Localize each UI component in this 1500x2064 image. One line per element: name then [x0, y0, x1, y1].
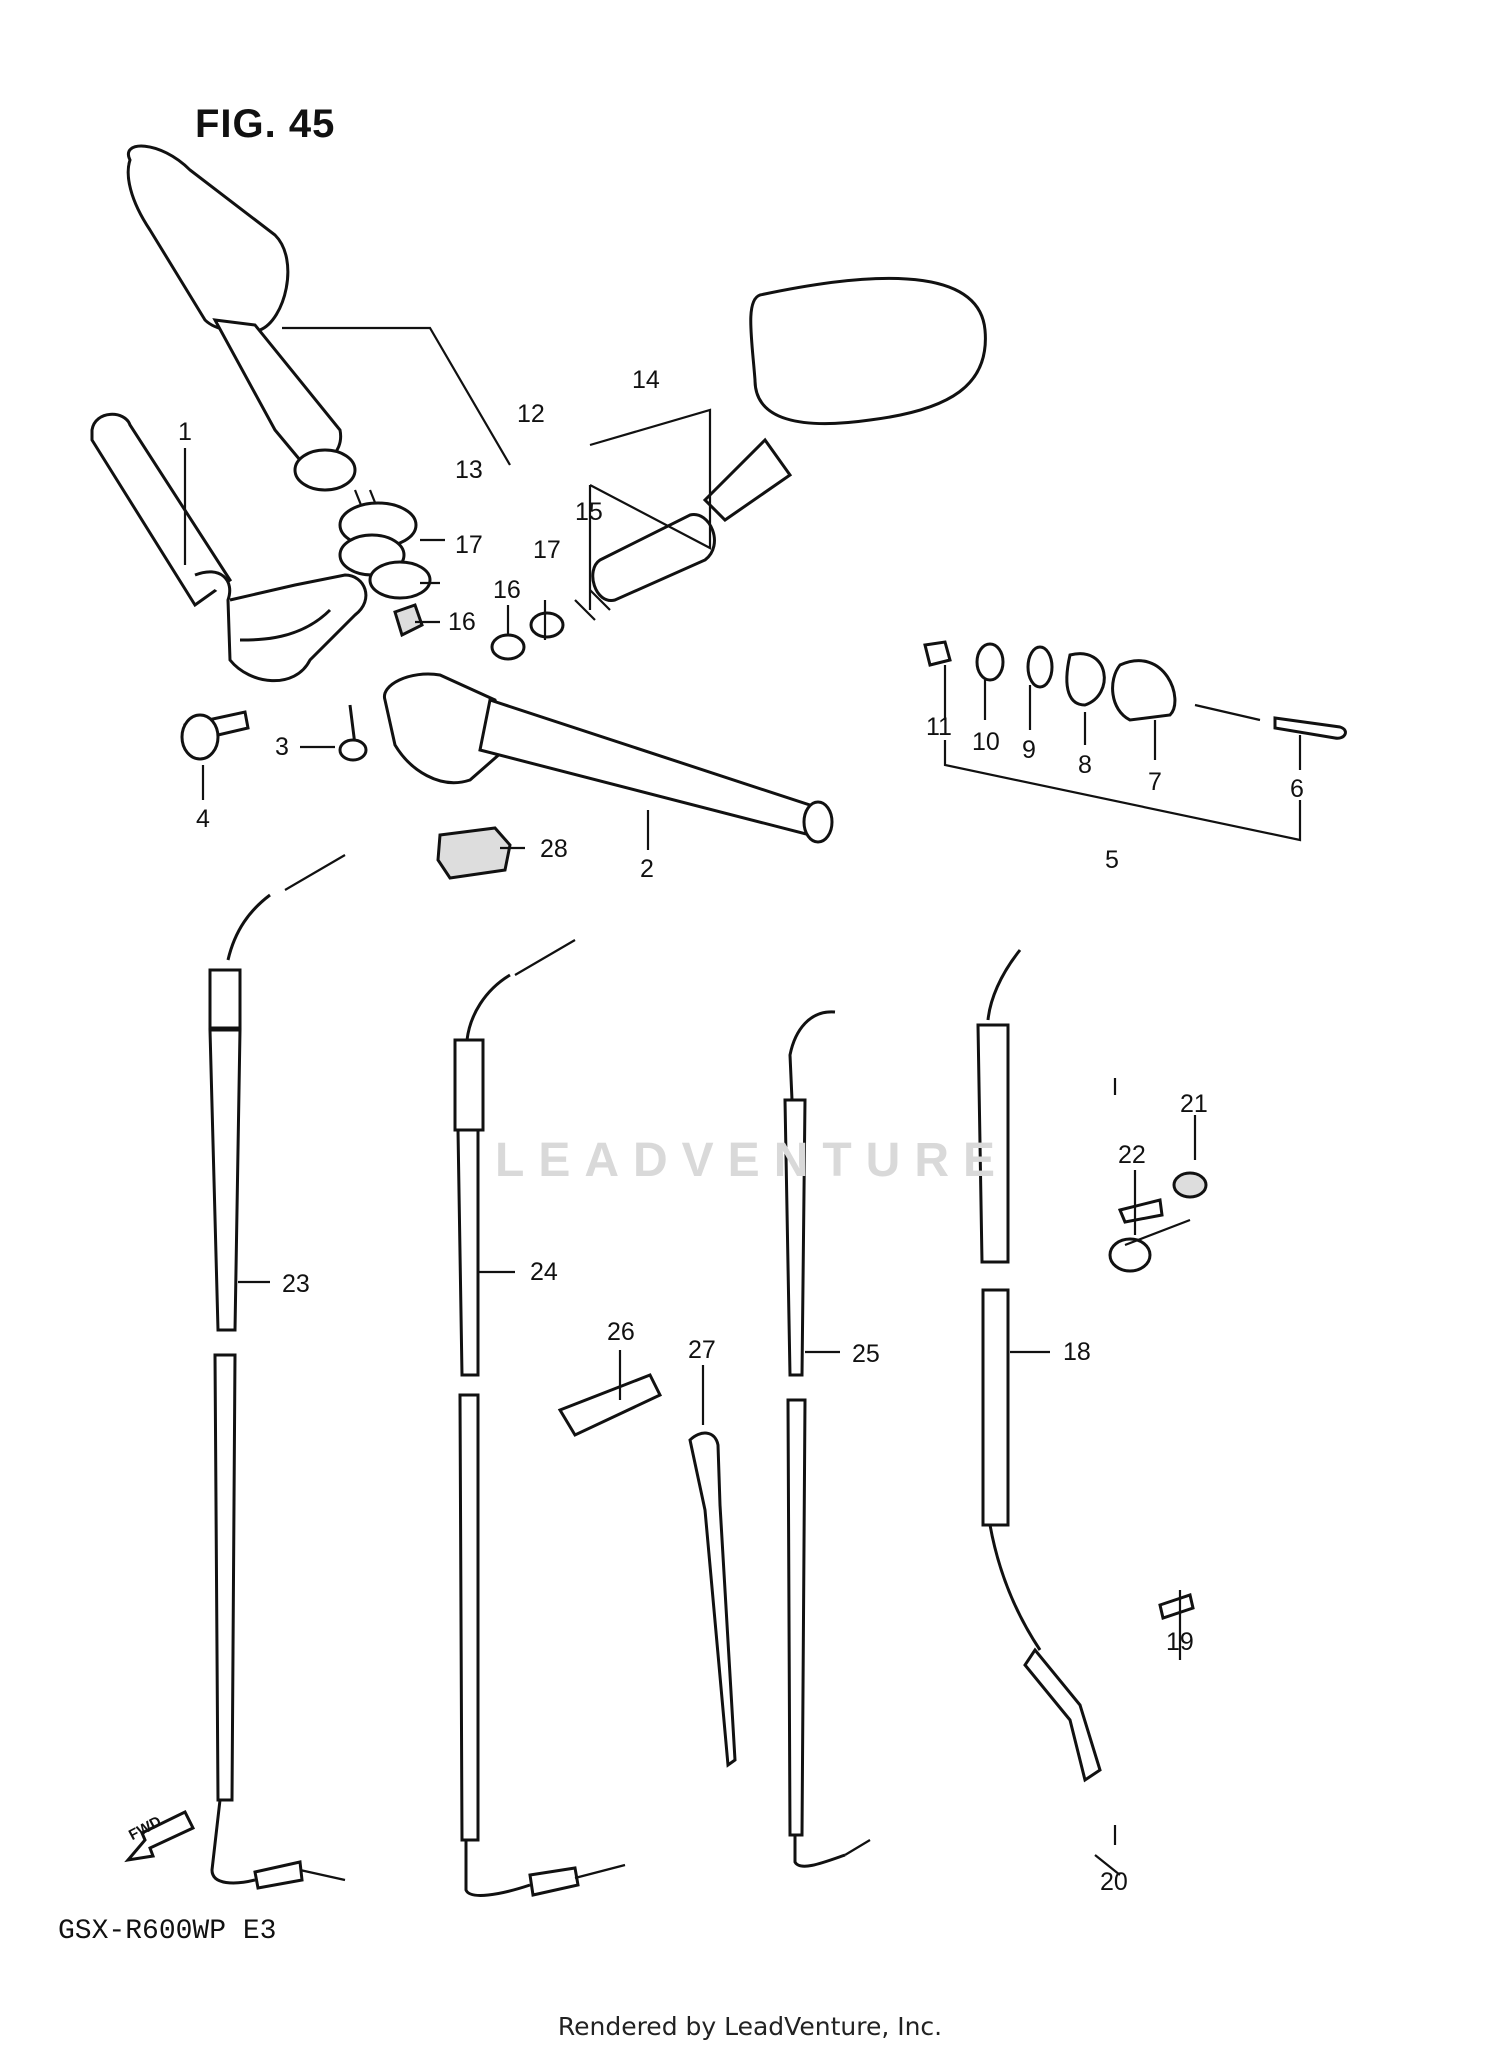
right-handlebar: [383, 672, 834, 844]
callout-28: 28: [540, 835, 568, 863]
watermark-text: LEADVENTURE: [495, 1134, 1010, 1187]
clutch-cable-18: [976, 949, 1102, 1783]
callout-17b: 17: [455, 531, 483, 559]
callout-10: 10: [972, 728, 1000, 756]
leader-lines: [183, 326, 1302, 1845]
callout-8: 8: [1078, 751, 1092, 779]
callout-4: 4: [196, 805, 210, 833]
callout-25: 25: [852, 1340, 880, 1368]
callout-20: 20: [1100, 1868, 1128, 1896]
left-mirror: [126, 144, 382, 516]
footer-credit: Rendered by LeadVenture, Inc.: [557, 2012, 943, 2041]
throttle-cable-23: [208, 854, 346, 1890]
callout-9: 9: [1022, 736, 1036, 764]
callout-27: 27: [688, 1336, 716, 1364]
model-code: GSX-R600WP E3: [58, 1916, 277, 1947]
callout-11: 11: [926, 713, 952, 741]
clamp-and-tie: [557, 1373, 737, 1768]
right-mirror: [574, 276, 987, 621]
bolts: [180, 704, 368, 762]
callout-3: 3: [275, 733, 289, 761]
rubber-block: [436, 826, 512, 880]
callout-12: 12: [517, 400, 545, 428]
callout-1: 1: [178, 418, 192, 446]
callout-22: 22: [1118, 1141, 1146, 1169]
mirror-mount-parts: [338, 501, 565, 661]
callout-labels: 1 2 3 4 5 6 7 8 9 10 11 12 13 14 15 16 1…: [178, 366, 1304, 1896]
callout-2: 2: [640, 855, 654, 883]
callout-14: 14: [632, 366, 660, 394]
callout-26: 26: [607, 1318, 635, 1346]
throttle-cable-24: [453, 939, 626, 1897]
callout-16a: 16: [493, 576, 521, 604]
callout-6: 6: [1290, 775, 1304, 803]
figure-title: FIG. 45: [195, 102, 336, 146]
callout-13: 13: [455, 456, 483, 484]
callout-15: 15: [575, 498, 603, 526]
callout-24: 24: [530, 1258, 558, 1286]
bar-end-assembly: [923, 640, 1347, 740]
callout-19: 19: [1166, 1628, 1194, 1656]
callout-21: 21: [1180, 1090, 1208, 1118]
callout-17a: 17: [533, 536, 561, 564]
callout-18: 18: [1063, 1338, 1091, 1366]
callout-23: 23: [282, 1270, 310, 1298]
callout-5: 5: [1105, 846, 1119, 874]
choke-cable-25: [783, 1010, 871, 1868]
left-handlebar: [90, 412, 368, 683]
cable-hardware: [1094, 1171, 1208, 1876]
callout-16b: 16: [448, 608, 476, 636]
callout-7: 7: [1148, 768, 1162, 796]
fwd-arrow-icon: [124, 1810, 196, 1863]
